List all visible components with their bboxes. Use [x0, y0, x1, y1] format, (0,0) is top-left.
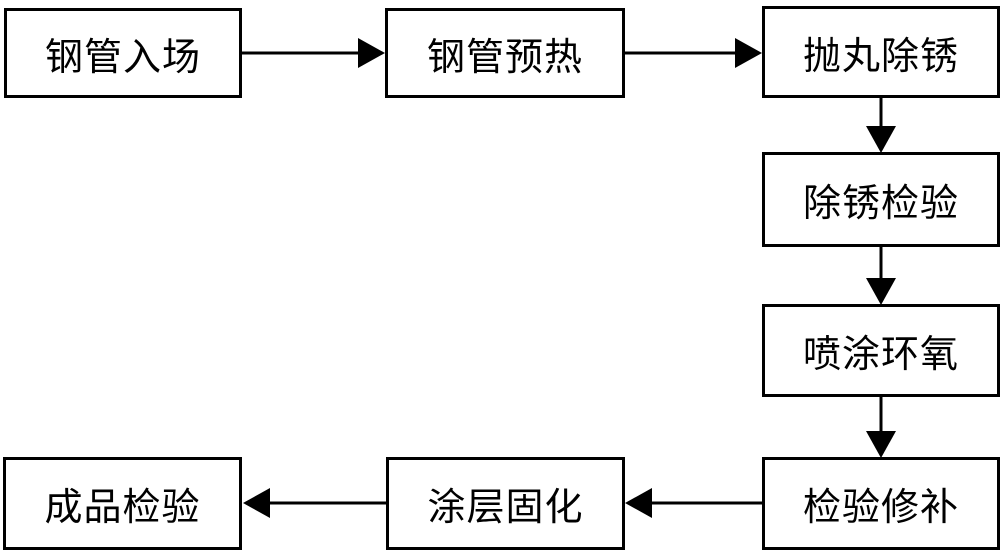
node-steel-pipe-preheat: 钢管预热: [385, 8, 625, 98]
node-label: 喷涂环氧: [802, 334, 959, 376]
node-spray-epoxy: 喷涂环氧: [762, 304, 1000, 397]
node-finished-product-inspection: 成品检验: [3, 457, 242, 550]
node-label: 成品检验: [44, 487, 201, 529]
node-label: 钢管入场: [44, 36, 201, 79]
node-inspection-repair: 检验修补: [762, 457, 1000, 550]
node-label: 抛丸除锈: [802, 35, 959, 78]
node-label: 钢管预热: [426, 36, 583, 79]
node-steel-pipe-entry: 钢管入场: [4, 8, 242, 98]
node-label: 涂层固化: [427, 487, 584, 529]
node-derust-inspection: 除锈检验: [762, 152, 1000, 247]
node-label: 除锈检验: [802, 183, 959, 225]
node-shot-blast-derust: 抛丸除锈: [762, 6, 1000, 98]
node-coating-cure: 涂层固化: [386, 457, 625, 550]
node-label: 检验修补: [802, 487, 959, 529]
